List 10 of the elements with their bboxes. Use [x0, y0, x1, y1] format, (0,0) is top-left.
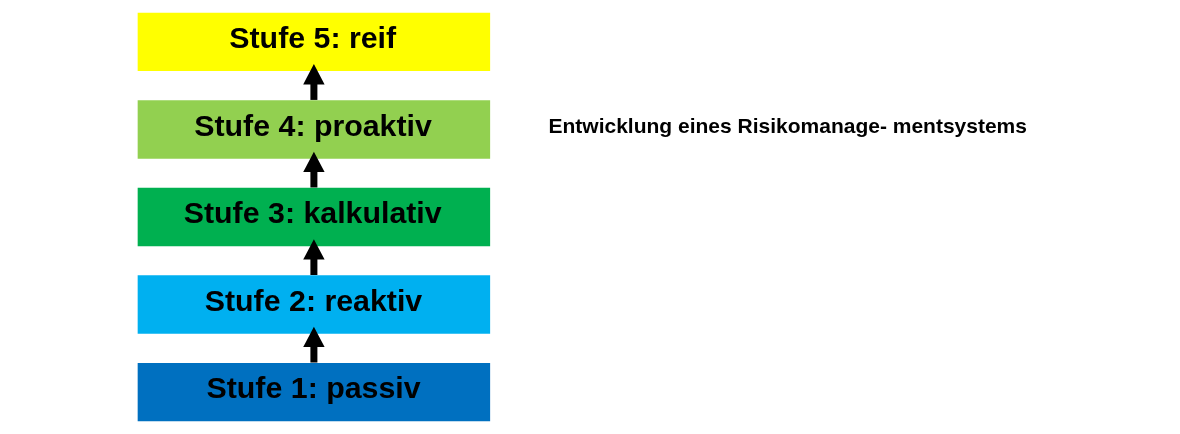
node-box: Stufe 5: reif [137, 12, 490, 72]
arrow [302, 326, 325, 363]
node-box: Stufe 4: proaktiv [137, 100, 490, 159]
arrow [302, 151, 325, 188]
arrow [302, 239, 325, 275]
node-box: Stufe 2: reaktiv [137, 275, 490, 334]
node-box: Stufe 1: passiv [137, 362, 490, 422]
arrow [302, 64, 325, 100]
node-box: Stufe 3: kalkulativ [137, 187, 490, 247]
label: Entwicklung eines Risikomanage- mentsystems [547, 114, 1027, 138]
